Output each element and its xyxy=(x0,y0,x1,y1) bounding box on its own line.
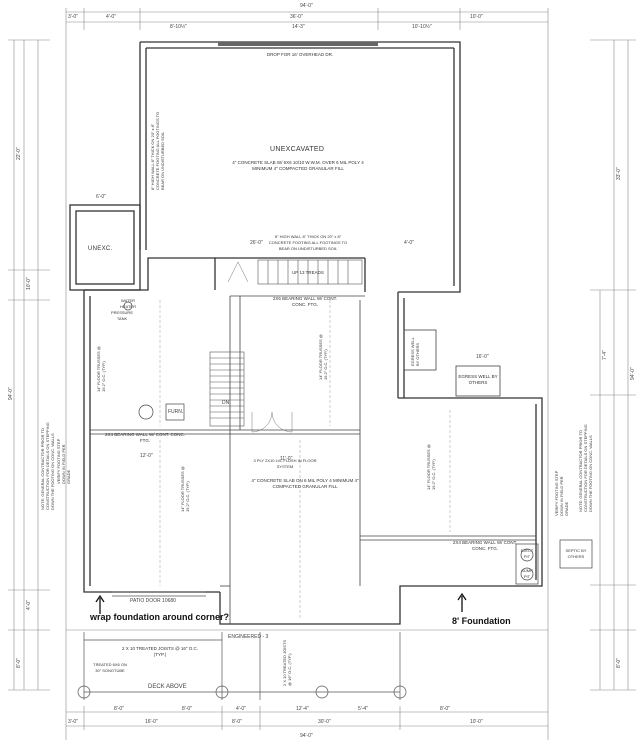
right-dim-1: 33'-0" xyxy=(616,167,622,180)
foundation-walls xyxy=(69,41,543,625)
wrap-foundation-callout: wrap foundation around corner? xyxy=(90,612,229,622)
bottom-sub-4: 12'-4" xyxy=(296,706,309,712)
water-heater-label: WATER HEATER xyxy=(120,298,136,309)
misc-dim-1: 6'-0" xyxy=(96,194,106,200)
misc-dim-4: 12'-0" xyxy=(140,453,153,459)
floor-trusses-3: 14" FLOOR TRUSSES @ 19.2" O.C. (TYP.) xyxy=(180,466,190,512)
bottom-dim-5: 10'-0" xyxy=(470,719,483,725)
egress-wells xyxy=(403,329,501,397)
wall-note-top: 8" HIGH WALL 8" THICK ON 20" x 8" CONCRE… xyxy=(268,234,348,251)
top-sub-3: 10'-10½" xyxy=(412,24,432,30)
slab-note-top: 4" CONCRETE SLAB W/ 6X6 10/10 W.W.M. OVE… xyxy=(232,160,364,171)
misc-dim-6: 11'-0" xyxy=(280,456,293,462)
right-dim-3: 8'-0" xyxy=(616,658,622,668)
bottom-sub-2: 8'-0" xyxy=(182,706,192,712)
egress-well-label-2: EGRESS WELL BY OTHERS xyxy=(410,337,420,366)
overall-bottom-dimension: 94'-0" xyxy=(300,733,313,739)
garage-door-note: DROP FOR 16' OVERHEAD DR. xyxy=(266,52,334,57)
unexcavated-small-label: UNEXC. xyxy=(88,246,113,252)
egress-well-label: EGRESS WELL BY OTHERS xyxy=(458,374,498,385)
top-sub-2: 14'-3" xyxy=(292,24,305,30)
right-overall-dimension: 94'-0" xyxy=(630,367,636,380)
slab-note-main: 4" CONCRETE SLAB ON 6 MIL POLY 4 MINIMUM… xyxy=(251,478,359,489)
floor-trusses-4: 14" FLOOR TRUSSES @ 19.2" O.C. (TYP.) xyxy=(426,444,436,490)
right-dim-2: 7'-4" xyxy=(602,350,608,360)
eject-pit-label: EJECT PIT xyxy=(520,548,534,559)
stair-treads xyxy=(209,259,363,427)
left-overall-dimension: 94'-0" xyxy=(8,387,14,400)
bottom-sub-5: 5'-4" xyxy=(358,706,368,712)
bearing-wall-mid: 2X4 BEARING WALL W/ CONT. CONC. FTG. xyxy=(105,432,185,443)
joists-label: 2 X 10 TREATED JOISTS @ 16" O.C. (TYP.) xyxy=(121,646,199,657)
treated-post-label: TREATED 6X6 ON 30" SONOTUBE xyxy=(93,662,127,673)
top-dim-1: 3'-0" xyxy=(68,14,78,20)
left-dim-4: 8'-0" xyxy=(16,658,22,668)
dimension-lines xyxy=(8,8,636,740)
bottom-sub-3: 4'-0" xyxy=(236,706,246,712)
eight-foot-foundation-callout: 8' Foundation xyxy=(452,616,511,626)
patio-door xyxy=(112,591,206,597)
unexcavated-label: UNEXCAVATED xyxy=(270,146,325,153)
sump-pit-label: SUMP PIT xyxy=(521,568,533,579)
floor-trusses-1: 14" FLOOR TRUSSES @ 19.2" O.C. (TYP.) xyxy=(96,346,106,392)
bottom-sub-6: 8'-0" xyxy=(440,706,450,712)
top-sub-1: 8'-10½" xyxy=(170,24,187,30)
bottom-dim-3: 8'-0" xyxy=(232,719,242,725)
verify-note-left: VERIFY FOOTING STEP DOWN IN FIELD PER GR… xyxy=(56,438,71,484)
misc-dim-2: 26'-0" xyxy=(250,240,263,246)
furnace-label: FURN. xyxy=(168,409,184,415)
callout-arrows xyxy=(95,592,467,614)
top-dim-3: 36'-0" xyxy=(290,14,303,20)
left-dim-2: 10'-0" xyxy=(26,277,32,290)
stair-up-label: UP 13 TREADS xyxy=(292,270,324,275)
deck-framing xyxy=(77,632,407,700)
top-dim-4: 10'-0" xyxy=(470,14,483,20)
left-dim-3: 4'-0" xyxy=(26,600,32,610)
bottom-dim-1: 3'-0" xyxy=(68,719,78,725)
joists-label-2: 2 X 10 TREATED JOISTS @ 16" O.C. (TYP.) xyxy=(282,639,292,686)
beam-label: ENGINEERED - 3 xyxy=(228,634,269,640)
bottom-sub-1: 8'-0" xyxy=(114,706,124,712)
pressure-tank-label: PRESSURE TANK xyxy=(110,310,133,321)
door-swings xyxy=(227,261,293,433)
gc-note-left: NOTE: GENERAL CONTRACTOR PRIOR TO CONSTR… xyxy=(40,422,55,510)
verify-note-right: VERIFY FOOTING STEP DOWN IN FIELD PER GR… xyxy=(554,470,569,516)
bearing-wall-top: 2X6 BEARING WALL W/ CONT. CONC. FTG. xyxy=(272,296,338,307)
interior-walls xyxy=(90,295,536,624)
bottom-dim-4: 30'-0" xyxy=(318,719,331,725)
truss-direction-lines xyxy=(159,300,451,620)
wall-note-left: 8" HIGH WALL 8" THICK ON 20" x 8" CONCRE… xyxy=(150,111,165,190)
misc-dim-3: 4'-0" xyxy=(404,240,414,246)
left-dim-1: 22'-0" xyxy=(16,147,22,160)
bearing-wall-right: 2X4 BEARING WALL W/ CONT. CONC. FTG. xyxy=(452,540,518,551)
top-dim-2: 4'-0" xyxy=(106,14,116,20)
floor-trusses-2: 14" FLOOR TRUSSES @ 19.2" O.C. (TYP.) xyxy=(318,334,328,380)
septic-label: SEPTIC BY OTHERS xyxy=(565,548,587,559)
deck-above-label: DECK ABOVE xyxy=(148,684,187,690)
stair-down-label: DN xyxy=(222,400,230,406)
gc-note-right: NOTE: GENERAL CONTRACTOR PRIOR TO CONSTR… xyxy=(578,424,593,512)
patio-door-label: PATIO DOOR 10680 xyxy=(130,598,176,604)
flush-beam-label: 3 PLY 2X10 LVL FLUSH IN FLOOR SYSTEM xyxy=(253,458,317,469)
overall-top-dimension: 94'-0" xyxy=(300,3,313,9)
misc-dim-5: 16'-0" xyxy=(476,354,489,360)
bottom-dim-2: 16'-0" xyxy=(145,719,158,725)
pits-and-equipment xyxy=(123,301,593,585)
